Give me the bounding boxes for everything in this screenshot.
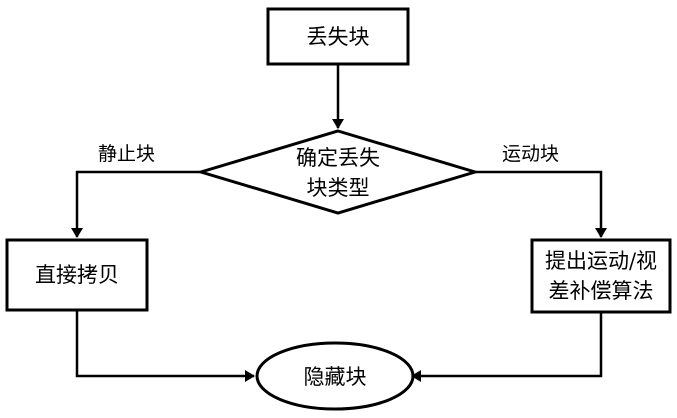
- motion-block-label: 运动块: [502, 143, 559, 165]
- edge-copy-to-hidden: [77, 310, 254, 376]
- decision-label-line2: 块类型: [307, 176, 370, 200]
- decision-node: 确定丢失 块类型: [201, 131, 475, 213]
- direct-copy-label: 直接拷贝: [35, 263, 119, 287]
- lost-block-node: 丢失块: [268, 9, 408, 64]
- hidden-block-label: 隐藏块: [304, 365, 367, 389]
- hidden-block-node: 隐藏块: [257, 343, 413, 409]
- motion-compensation-label-line1: 提出运动/视: [545, 249, 657, 273]
- edge-motion-to-hidden: [412, 312, 601, 376]
- motion-compensation-node: 提出运动/视 差补偿算法: [532, 240, 670, 312]
- edge-decision-to-copy: [77, 172, 201, 237]
- static-block-label: 静止块: [98, 143, 155, 165]
- edge-decision-to-motion: [475, 172, 601, 237]
- decision-label-line1: 确定丢失: [296, 146, 380, 170]
- direct-copy-node: 直接拷贝: [7, 240, 147, 310]
- lost-block-label: 丢失块: [307, 25, 370, 49]
- motion-compensation-label-line2: 差补偿算法: [549, 279, 654, 303]
